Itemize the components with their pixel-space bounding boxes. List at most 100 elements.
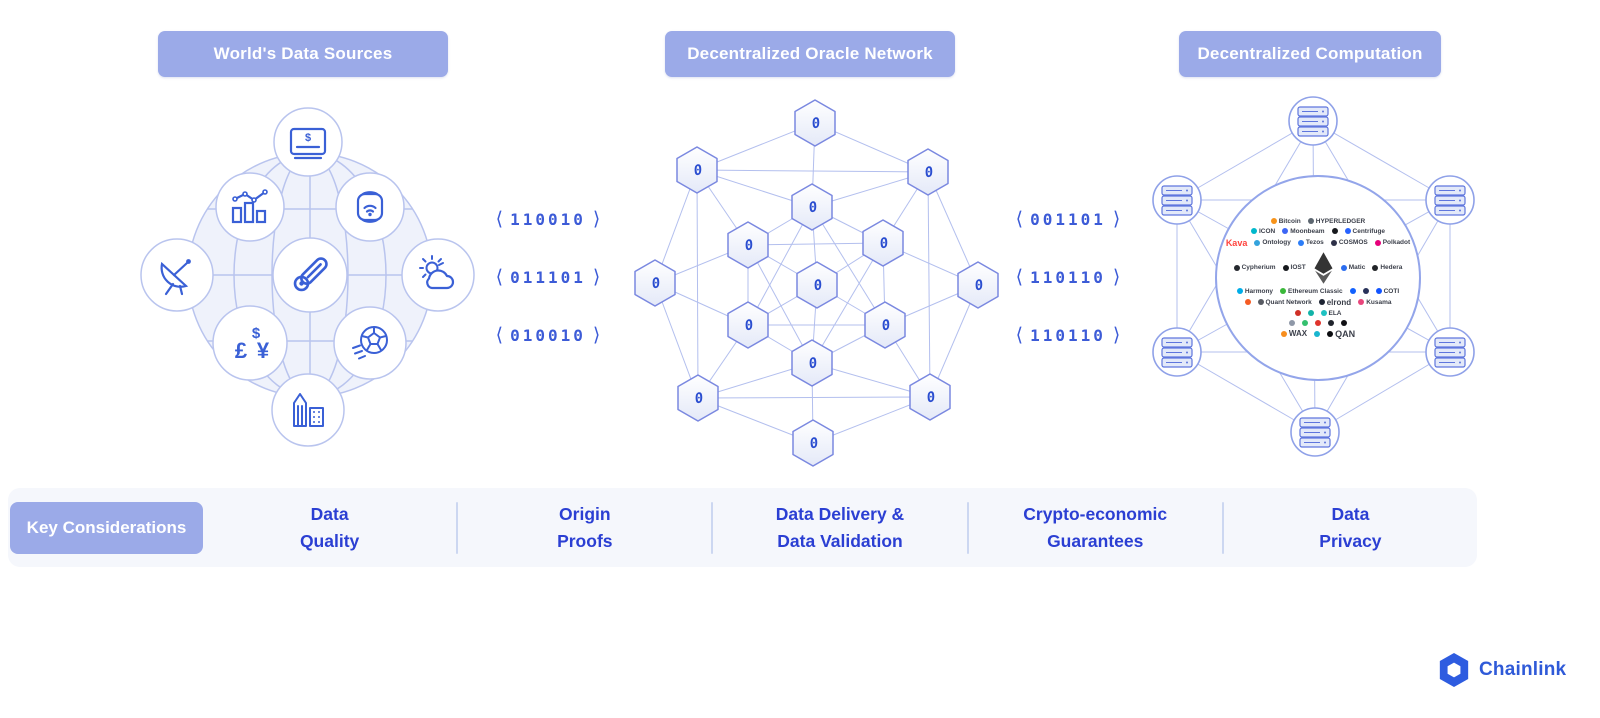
consideration-item: Data Delivery &Data Validation	[713, 501, 966, 554]
chain-logo-label: Moonbeam	[1290, 227, 1325, 235]
chain-logo-label: ICON	[1258, 227, 1276, 235]
consideration-line1: Origin	[559, 504, 611, 525]
consideration-line2: Quality	[299, 530, 360, 551]
chain-logo-mark	[1282, 228, 1289, 234]
chain-logo: WAX	[1280, 329, 1308, 338]
logo-row: Bitcoin HYPERLEDGER	[1270, 217, 1366, 225]
key-considerations-pill[interactable]: Key Considerations	[10, 501, 203, 554]
oracle-node-glyph: 0	[692, 162, 704, 179]
oracle-node: 0	[791, 339, 833, 387]
oracle-node-glyph: 0	[807, 199, 819, 216]
chain-logo-mark	[1302, 319, 1308, 326]
chain-logo-mark	[1344, 228, 1351, 234]
chain-logo-label: Quant Network	[1265, 298, 1312, 306]
chain-logo-mark	[1297, 239, 1304, 246]
chain-logo-label: Bitcoin	[1278, 217, 1301, 225]
blockchains-circle: Bitcoin HYPERLEDGER ICON Moonbeam Centrifuge…	[1215, 175, 1421, 381]
server-node	[1290, 407, 1340, 457]
computation-pill[interactable]: Decentralized Computation	[1179, 31, 1441, 77]
payment-icon: $	[273, 107, 343, 177]
server-node	[1425, 327, 1475, 377]
chain-logo-label: QAN	[1335, 328, 1356, 339]
binary-code: ⟨011101⟩	[495, 266, 601, 288]
chain-logo: Kusama	[1358, 299, 1391, 306]
chain-logo	[1349, 288, 1356, 294]
chain-logo-label: COSMOS	[1338, 239, 1368, 246]
binary-code: ⟨110110⟩	[1015, 266, 1121, 288]
chain-logo-mark	[1320, 310, 1327, 316]
chain-logo	[1362, 288, 1369, 294]
logo-row	[1289, 319, 1347, 326]
server-node	[1152, 327, 1202, 377]
logo-row: Quant Network elrond Kusama	[1244, 297, 1391, 307]
chainlink-hexagon-icon	[1439, 653, 1469, 687]
chain-logo: Cypherium	[1233, 264, 1276, 271]
chain-logo-label: Centrifuge	[1352, 227, 1386, 235]
chain-logo-mark	[1358, 299, 1365, 305]
chain-logo: HYPERLEDGER	[1307, 217, 1366, 225]
pound-symbol: £	[235, 338, 248, 363]
chain-logo: Moonbeam	[1282, 227, 1325, 235]
oracle-node-glyph: 0	[650, 275, 662, 292]
analytics-icon	[215, 172, 285, 242]
chain-logo: Hedera	[1372, 264, 1402, 271]
chain-logo-mark	[1374, 239, 1381, 246]
oracle-node-glyph: 0	[808, 435, 820, 452]
oracle-node-glyph: 0	[810, 115, 822, 132]
consideration-line1: Data	[1331, 504, 1370, 525]
chain-logo	[1289, 319, 1295, 326]
logo-row: ELA	[1294, 309, 1342, 317]
chain-logo-label: WAX	[1288, 329, 1308, 338]
chain-logo: Ethereum Classic	[1280, 288, 1343, 295]
oracle-node: 0	[957, 261, 999, 309]
chain-logo-mark	[1341, 319, 1347, 326]
chain-logo-mark	[1340, 264, 1347, 271]
chain-logo-mark	[1233, 264, 1240, 271]
considerations-divider	[711, 501, 714, 554]
oracle-node: 0	[791, 183, 833, 231]
thermometer-icon	[272, 237, 348, 313]
chain-logo-mark	[1362, 288, 1369, 294]
considerations-divider	[1221, 501, 1224, 554]
chain-logo-label: ELA	[1328, 309, 1342, 317]
considerations-divider	[456, 501, 459, 554]
chain-logo-mark	[1236, 288, 1243, 294]
chain-logo-mark	[1331, 228, 1338, 234]
chain-logo: QAN	[1327, 329, 1355, 339]
oracle-node-glyph: 0	[923, 164, 935, 181]
oracle-node-glyph: 0	[925, 389, 937, 406]
yen-symbol: ¥	[257, 338, 270, 363]
binary-code: ⟨110010⟩	[495, 208, 601, 230]
weather-icon	[401, 238, 475, 312]
server-node	[1152, 175, 1202, 225]
chain-logo-mark	[1244, 299, 1251, 305]
chain-logo-label: elrond	[1326, 297, 1352, 307]
chain-logo-label: COTI	[1383, 287, 1400, 295]
chain-logo-label: Cypherium	[1241, 264, 1276, 271]
chain-logo: Kava	[1226, 238, 1248, 248]
binary-stream-left: ⟨110010⟩⟨011101⟩⟨010010⟩	[488, 208, 608, 346]
binary-stream-right: ⟨001101⟩⟨110110⟩⟨110110⟩	[1008, 208, 1128, 346]
oracle-node-glyph: 0	[880, 317, 892, 334]
chain-logo-mark	[1372, 264, 1379, 271]
chain-logo-label: Ethereum Classic	[1288, 287, 1343, 295]
chain-logo-mark	[1328, 319, 1334, 326]
oracle-node: 0	[794, 99, 836, 147]
oracle-node-glyph: 0	[812, 277, 824, 294]
data-sources-pill[interactable]: World's Data Sources	[158, 31, 448, 77]
satellite-icon	[140, 238, 214, 312]
oracle-network-pill[interactable]: Decentralized Oracle Network	[665, 31, 955, 77]
chain-logo-mark	[1318, 299, 1325, 305]
chain-logo-mark	[1280, 288, 1287, 294]
chain-logo-mark	[1270, 218, 1277, 224]
oracle-node: 0	[862, 219, 904, 267]
consideration-line1: Crypto-economic	[1023, 504, 1168, 525]
oracle-node: 0	[792, 419, 834, 467]
chain-logo-mark	[1314, 330, 1321, 337]
oracle-node: 0	[677, 374, 719, 422]
chain-logo-label: HYPERLEDGER	[1315, 217, 1366, 225]
chain-logo	[1315, 319, 1321, 326]
